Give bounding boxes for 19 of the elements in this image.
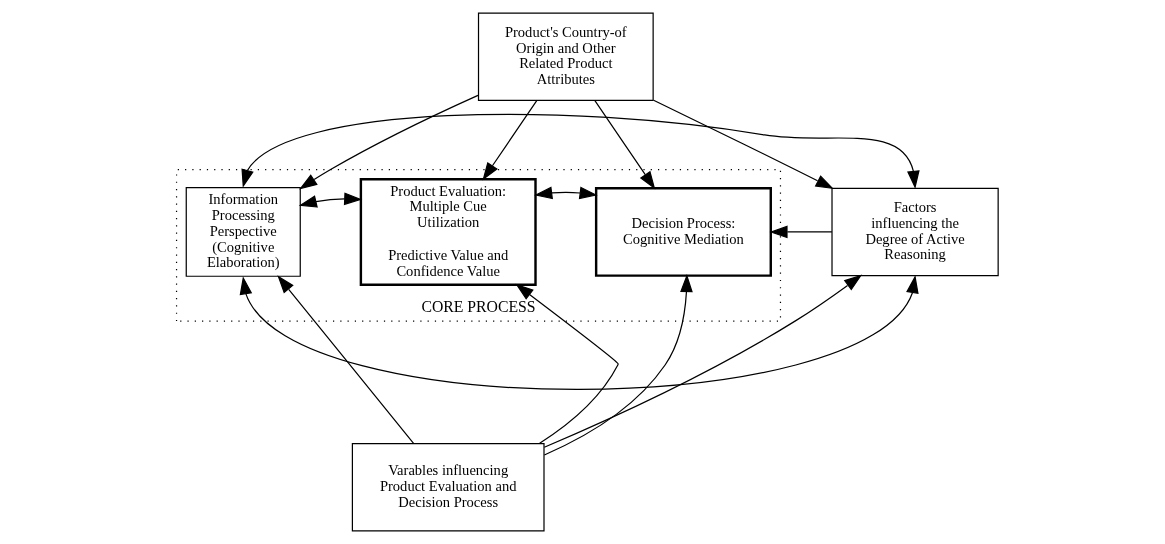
node-box: Product's Country-of Origin and Other Related Product Attributes [477, 12, 654, 101]
arrow [277, 275, 415, 445]
arrow [543, 273, 693, 456]
arrow [769, 225, 833, 239]
arrow [241, 113, 920, 189]
arrow [299, 94, 479, 190]
arrow [653, 99, 834, 190]
arrow [543, 274, 863, 448]
node-box: Decision Process: Cognitive Mediation [594, 187, 772, 277]
arrow [515, 283, 619, 444]
arrow [239, 275, 919, 391]
arrow [594, 100, 656, 190]
node-box: Factors influencing the Degree of Active Reasoning [831, 187, 999, 277]
arrow [298, 192, 363, 208]
node-box: Product Evaluation: Multiple Cue Utilization Predictive Value and Confidence Value [359, 178, 537, 286]
node-box: Varables influencing Product Evaluation and Decision Process [351, 443, 545, 532]
arrow [534, 186, 598, 200]
node-box: Information Processing Perspective (Cognitive Elaboration) [185, 187, 301, 277]
arrow [482, 100, 538, 181]
